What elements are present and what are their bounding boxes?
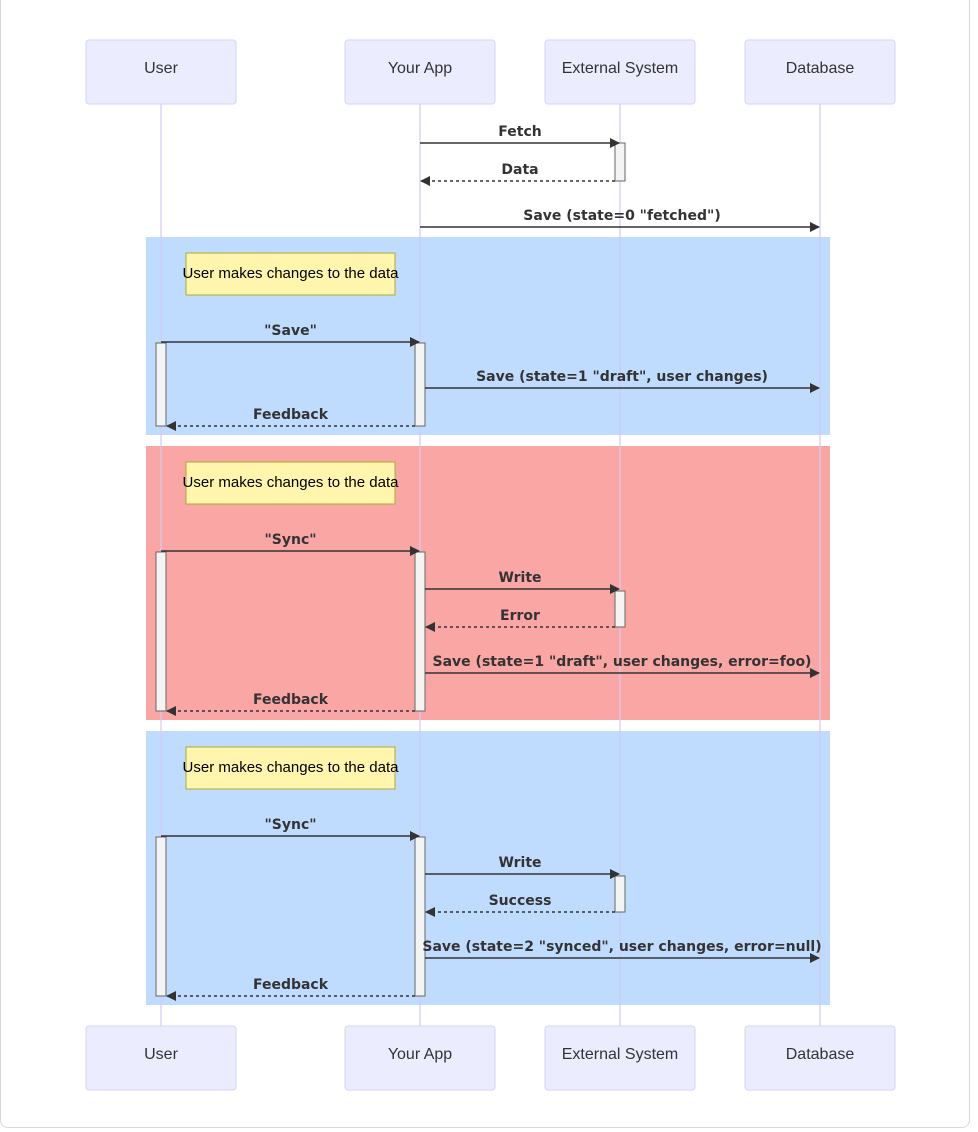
- message: Save (state=0 "fetched"): [420, 208, 820, 232]
- message-label: "Sync": [264, 817, 316, 833]
- note-box: [185, 746, 396, 790]
- actor-db-top: Database: [744, 39, 896, 105]
- message-label: Save (state=1 "draft", user changes, err…: [433, 654, 812, 670]
- note-text: User makes changes to the data: [183, 265, 400, 282]
- note: User makes changes to the data: [183, 252, 400, 296]
- activation-bar-ext: [614, 875, 626, 913]
- actor-label: User: [144, 60, 178, 77]
- message-label: Save (state=1 "draft", user changes): [476, 369, 768, 385]
- actor-ext-top: External System: [544, 39, 696, 105]
- activation-bar-ext: [614, 590, 626, 628]
- note-text: User makes changes to the data: [183, 759, 400, 776]
- message: Save (state=1 "draft", user changes): [425, 369, 820, 393]
- message-label: Data: [501, 162, 538, 178]
- message: Write: [425, 855, 620, 879]
- message-label: Success: [489, 893, 552, 909]
- activation-bar-app: [414, 342, 426, 427]
- message-label: "Save": [264, 323, 317, 339]
- message: Feedback: [166, 692, 415, 716]
- message: Save (state=1 "draft", user changes, err…: [425, 654, 820, 678]
- note-box: [185, 252, 396, 296]
- actor-label: Database: [786, 60, 855, 77]
- message-label: Feedback: [253, 977, 329, 993]
- message-label: Write: [498, 570, 541, 586]
- actor-box: [544, 1025, 696, 1091]
- note-text: User makes changes to the data: [183, 474, 400, 491]
- message-label: Feedback: [253, 407, 329, 423]
- actor-label: Database: [786, 1046, 855, 1063]
- actor-user-bottom: User: [85, 1025, 237, 1091]
- activation-bar-user: [155, 836, 167, 997]
- message: Fetch: [420, 124, 620, 148]
- message-label: Error: [500, 608, 540, 624]
- message-label: Fetch: [498, 124, 541, 140]
- actor-user-top: User: [85, 39, 237, 105]
- message: Write: [425, 570, 620, 594]
- activation-bar-app: [414, 836, 426, 997]
- actor-label: Your App: [388, 60, 452, 77]
- message: Feedback: [166, 407, 415, 431]
- actor-label: Your App: [388, 1046, 452, 1063]
- message: "Save": [161, 323, 420, 347]
- actor-box: [344, 39, 496, 105]
- actor-box: [744, 39, 896, 105]
- activation-bar-user: [155, 551, 167, 712]
- actor-ext-bottom: External System: [544, 1025, 696, 1091]
- message: Feedback: [166, 977, 415, 1001]
- actor-box: [85, 39, 237, 105]
- message: Data: [420, 162, 615, 186]
- message: Success: [425, 893, 615, 917]
- activation-bar-app: [414, 551, 426, 712]
- note: User makes changes to the data: [183, 461, 400, 505]
- actor-box: [544, 39, 696, 105]
- actor-label: External System: [562, 1046, 678, 1063]
- activation-bar-ext: [614, 142, 626, 182]
- actor-box: [744, 1025, 896, 1091]
- note-box: [185, 461, 396, 505]
- message-label: "Sync": [264, 532, 316, 548]
- actor-label: User: [144, 1046, 178, 1063]
- actor-db-bottom: Database: [744, 1025, 896, 1091]
- message: Error: [425, 608, 615, 632]
- activation-bar-user: [155, 342, 167, 427]
- actor-label: External System: [562, 60, 678, 77]
- message-label: Save (state=0 "fetched"): [523, 208, 720, 224]
- actor-box: [344, 1025, 496, 1091]
- message-label: Write: [498, 855, 541, 871]
- message: "Sync": [161, 532, 420, 556]
- message-label: Save (state=2 "synced", user changes, er…: [422, 939, 821, 955]
- actor-box: [85, 1025, 237, 1091]
- actor-app-top: Your App: [344, 39, 496, 105]
- note: User makes changes to the data: [183, 746, 400, 790]
- message: "Sync": [161, 817, 420, 841]
- message-label: Feedback: [253, 692, 329, 708]
- message: Save (state=2 "synced", user changes, er…: [422, 939, 822, 963]
- actor-app-bottom: Your App: [344, 1025, 496, 1091]
